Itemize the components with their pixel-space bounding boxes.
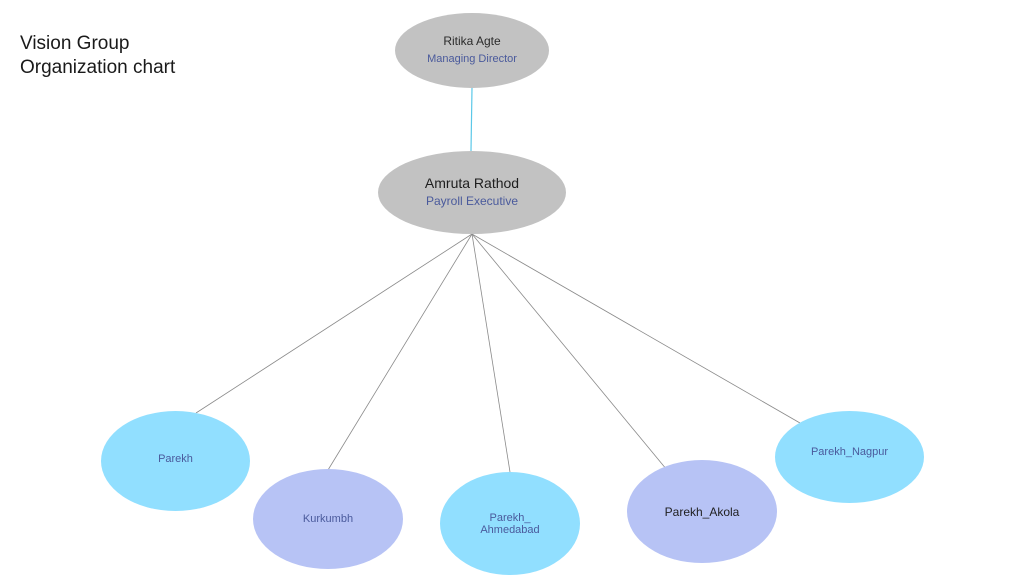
connector-middle-to-parekh (195, 233, 473, 414)
node-name: Kurkumbh (302, 513, 354, 525)
node-name: Parekh_Nagpur (810, 446, 889, 458)
connector-middle-to-kurkumbh (327, 233, 473, 471)
node-parekh-ahmedabad[interactable]: Parekh_ Ahmedabad (440, 472, 580, 575)
connector-middle-to-akola (471, 233, 668, 471)
node-kurkumbh[interactable]: Kurkumbh (253, 469, 403, 569)
node-role: Managing Director (427, 53, 517, 65)
node-name: Parekh_Akola (664, 504, 740, 519)
node-name: Amruta Rathod (424, 175, 520, 191)
chart-title-line1: Vision Group (20, 33, 130, 54)
chart-title-line2: Organization chart (20, 57, 176, 78)
node-managing-director[interactable]: Ritika Agte Managing Director (395, 13, 549, 88)
node-role: Payroll Executive (425, 194, 519, 208)
node-parekh[interactable]: Parekh (101, 411, 250, 511)
node-payroll-executive[interactable]: Amruta Rathod Payroll Executive (378, 151, 566, 234)
chart-title: Vision Group Organization chart (20, 32, 175, 80)
node-parekh-nagpur[interactable]: Parekh_Nagpur (775, 411, 924, 503)
connector-middle-to-ahmedabad (471, 233, 511, 473)
connector-top-to-middle (470, 87, 473, 152)
node-name: Parekh_ Ahmedabad (480, 511, 540, 536)
node-parekh-akola[interactable]: Parekh_Akola (627, 460, 777, 563)
node-name: Ritika Agte (443, 34, 501, 48)
connector-middle-to-nagpur (471, 233, 801, 424)
node-name: Parekh (158, 452, 193, 465)
